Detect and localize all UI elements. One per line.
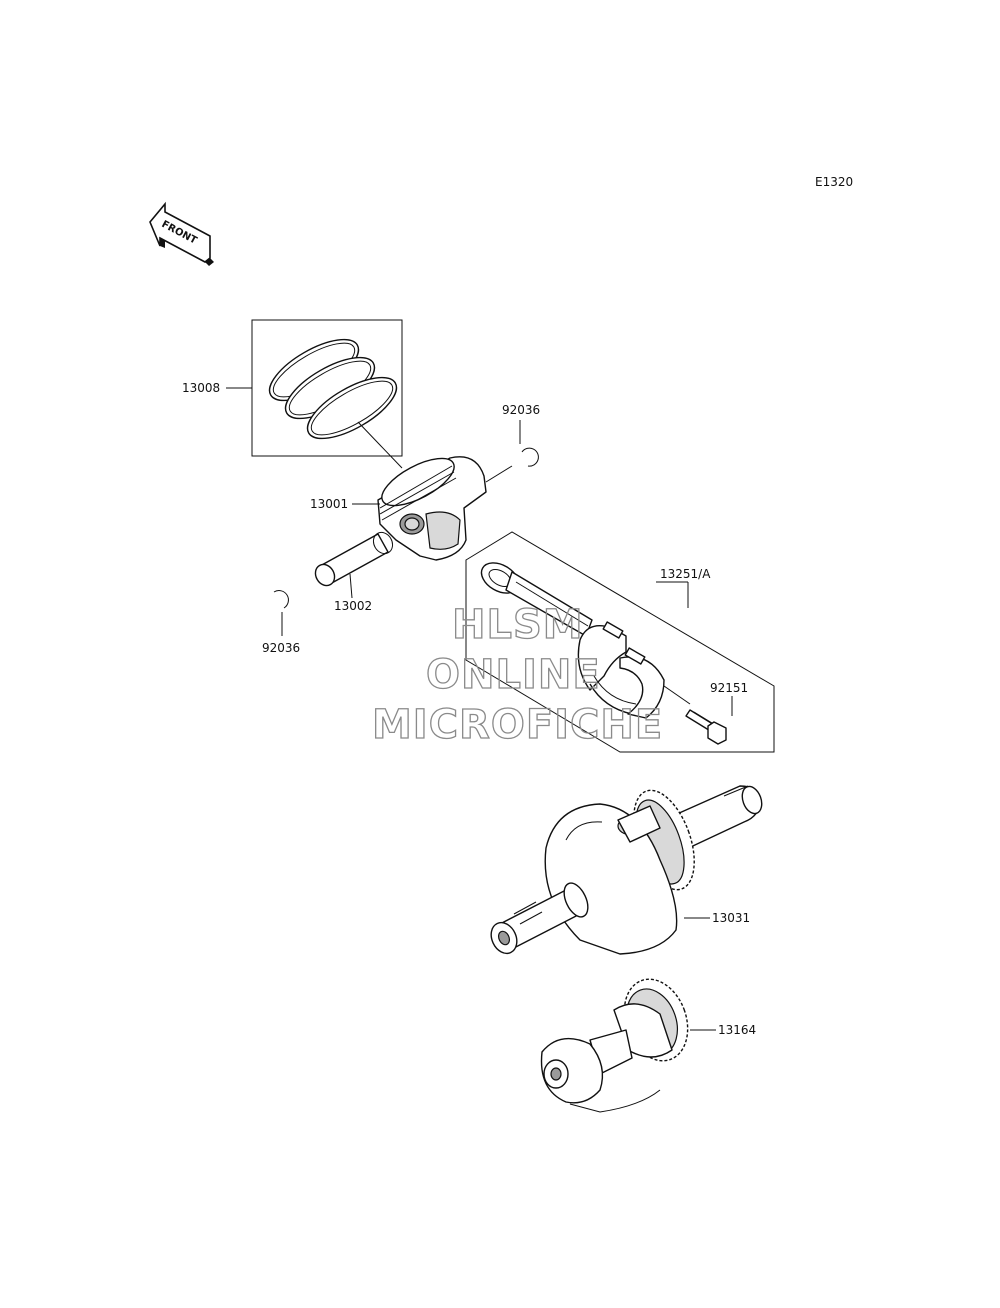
diagram-code: E1320	[815, 175, 853, 189]
label-piston: 13001	[310, 497, 348, 511]
circlip-lower	[273, 590, 289, 609]
label-rod-bolt: 92151	[710, 681, 748, 695]
svg-text:HLSM: HLSM	[452, 602, 584, 648]
label-balancer: 13164	[718, 1023, 756, 1037]
piston	[377, 456, 487, 561]
label-piston-pin: 13002	[334, 599, 372, 613]
piston-pin	[314, 531, 394, 587]
svg-text:ONLINE: ONLINE	[426, 652, 601, 698]
rod-bolt	[685, 709, 727, 745]
label-piston-rings: 13008	[182, 381, 220, 395]
front-arrow-icon: FRONT	[149, 201, 214, 266]
label-crankshaft: 13031	[712, 911, 750, 925]
balancer-shaft	[540, 978, 689, 1113]
label-circlip-lower: 92036	[262, 641, 300, 655]
piston-rings	[251, 319, 403, 457]
svg-text:MICROFICHE: MICROFICHE	[372, 702, 663, 748]
crankshaft	[490, 785, 763, 955]
label-connecting-rod: 13251/A	[660, 567, 711, 581]
connecting-rod-assembly	[465, 531, 775, 753]
label-circlip-upper: 92036	[502, 403, 540, 417]
circlip-upper	[521, 447, 539, 467]
watermark: HLSM ONLINE MICROFICHE	[371, 601, 663, 748]
